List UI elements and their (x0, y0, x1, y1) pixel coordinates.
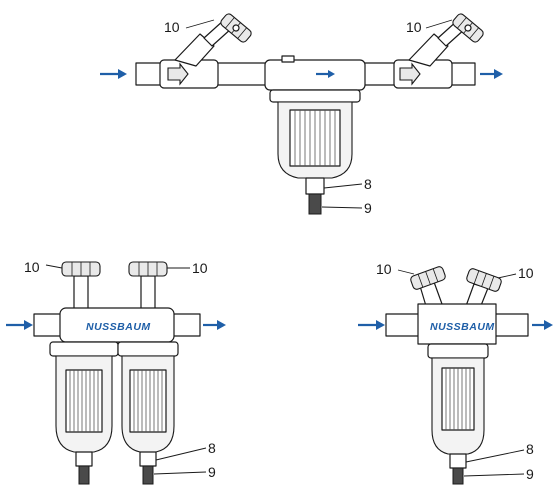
drain-connection-double-right (142, 465, 154, 485)
drain-connection-double-left (78, 465, 90, 485)
drain-valve-double-left (75, 451, 93, 467)
shutoff-valve-right-double (128, 261, 168, 311)
shutoff-valve-left-double (61, 261, 101, 311)
flow-arrow-out-right (532, 320, 553, 330)
callout-drain-connection-integrated: 9 (526, 466, 534, 482)
pipe-outlet-top (448, 62, 476, 86)
brand-logo-right: NUSSBAUM (430, 321, 495, 333)
handwheel-icon (220, 13, 252, 43)
filter-insert-double-left (65, 369, 103, 433)
handwheel-icon (466, 268, 502, 292)
drain-connection-integrated (452, 467, 464, 485)
flow-arrow-in-right (358, 320, 385, 330)
brand-logo-left: NUSSBAUM (86, 321, 151, 333)
flow-arrow-out-left (203, 320, 226, 330)
callout-drain-valve-top: 8 (364, 176, 372, 192)
callout-drain-connection-double: 9 (208, 464, 216, 480)
filter-insert-integrated (441, 367, 475, 431)
shutoff-valve-integrated-right (465, 268, 502, 309)
handwheel-icon (452, 13, 484, 43)
callout-shutoff-valve-integrated-left: 10 (376, 261, 392, 277)
shutoff-valve-left-top (159, 13, 252, 89)
callout-drain-valve-double: 8 (208, 440, 216, 456)
flow-arrow-body-top (316, 70, 335, 78)
callout-shutoff-valve-top-left: 10 (164, 19, 180, 35)
callout-shutoff-valve-double-left: 10 (24, 259, 40, 275)
drain-connection-top (308, 193, 322, 215)
flow-arrow-in-left (6, 320, 33, 330)
shutoff-valve-right-top (393, 13, 484, 89)
top-assembly (100, 13, 503, 215)
callout-drain-connection-top: 9 (364, 200, 372, 216)
callout-shutoff-valve-top-right: 10 (406, 19, 422, 35)
pipe-inlet-top (135, 62, 163, 86)
shutoff-valve-integrated-left (410, 266, 446, 307)
drain-valve-integrated (449, 453, 467, 469)
flow-arrow-out-top (480, 69, 503, 79)
flow-arrow-in-top (100, 69, 127, 79)
handwheel-icon (410, 266, 446, 290)
callout-drain-valve-integrated: 8 (526, 441, 534, 457)
callout-shutoff-valve-integrated-right: 10 (518, 265, 534, 281)
bottom-left-assembly: NUSSBAUM (6, 261, 226, 485)
filter-head-top (264, 59, 366, 91)
filter-insert-top (289, 109, 341, 167)
bottom-right-assembly: NUSSBAUM (358, 266, 553, 485)
filter-head-integrated (417, 303, 497, 345)
callout-shutoff-valve-double-right: 10 (192, 260, 208, 276)
drain-valve-top (305, 177, 325, 195)
filter-insert-double-right (129, 369, 167, 433)
drain-valve-double-right (139, 451, 157, 467)
